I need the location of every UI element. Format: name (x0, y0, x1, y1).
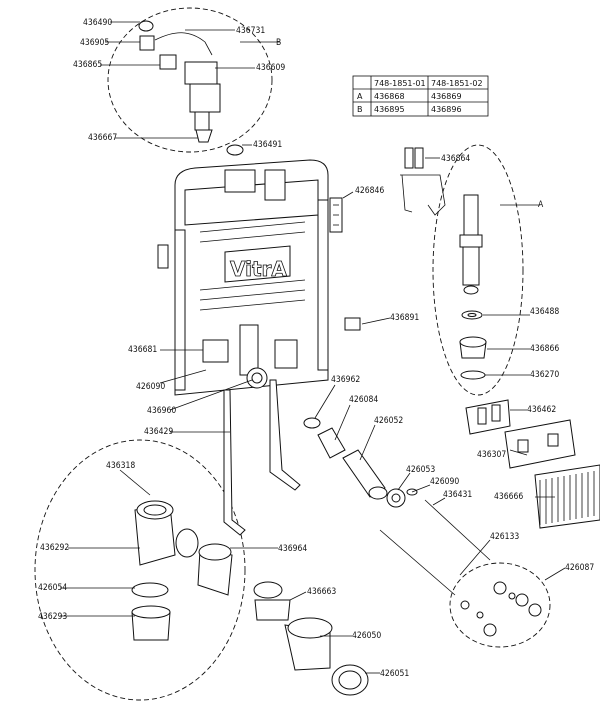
table-header-2: 748-1851-02 (431, 79, 483, 88)
label-436293: 436293 (38, 612, 67, 622)
label-436667: 436667 (88, 133, 117, 143)
label-436318: 436318 (106, 461, 135, 471)
part-labels: 436490 436731 B 436905 436865 436609 436… (38, 18, 594, 679)
flush-mechanism-top (400, 147, 446, 216)
label-426051: 426051 (380, 669, 409, 679)
label-436270: 436270 (530, 370, 559, 380)
label-436666: 436666 (494, 492, 523, 502)
label-b: B (276, 38, 281, 48)
frame-legs (223, 379, 301, 536)
label-436864: 436864 (441, 154, 470, 164)
label-436490: 436490 (83, 18, 112, 28)
table-cell: B (357, 105, 363, 114)
label-436681: 436681 (128, 345, 157, 355)
side-bracket (329, 197, 343, 233)
label-436462: 436462 (527, 405, 556, 415)
cover-panel (534, 464, 600, 529)
table-header-1: 748-1851-01 (374, 79, 426, 88)
detail-circle-b (107, 7, 273, 153)
label-436891: 436891 (390, 313, 419, 323)
fill-valve-assembly (138, 20, 221, 143)
mounting-bolts (379, 499, 491, 596)
label-436663: 436663 (307, 587, 336, 597)
installation-frame: VitrA (174, 159, 329, 396)
label-426090-b: 426090 (430, 477, 459, 487)
label-436488: 436488 (530, 307, 559, 317)
label-436731: 436731 (236, 26, 265, 36)
label-436431: 436431 (443, 490, 472, 500)
label-436905: 436905 (80, 38, 109, 48)
table-cell: 436869 (431, 92, 462, 101)
label-426050: 426050 (352, 631, 381, 641)
label-436307: 436307 (477, 450, 506, 460)
label-436960: 436960 (147, 406, 176, 416)
table-cell: A (357, 92, 363, 101)
frame-ribs (199, 221, 306, 311)
detail-circle-a (432, 144, 524, 396)
left-bracket (157, 244, 169, 269)
detail-circle-waste (34, 439, 246, 701)
label-436491: 436491 (253, 140, 282, 150)
label-436962: 436962 (331, 375, 360, 385)
flush-valve (459, 194, 487, 380)
label-436292: 436292 (40, 543, 69, 553)
label-426084: 426084 (349, 395, 378, 405)
label-426053: 426053 (406, 465, 435, 475)
label-426054: 426054 (38, 583, 67, 593)
table-cell: 436895 (374, 105, 405, 114)
button-plate-parts (465, 399, 576, 469)
label-436609: 436609 (256, 63, 285, 73)
label-436865: 436865 (73, 60, 102, 70)
label-436964: 436964 (278, 544, 307, 554)
label-436866: 436866 (530, 344, 559, 354)
nuts-set (460, 581, 542, 637)
label-a: A (538, 200, 544, 210)
label-426052: 426052 (374, 416, 403, 426)
label-436429: 436429 (144, 427, 173, 437)
waste-pipe-parts (303, 417, 418, 508)
label-426133: 426133 (490, 532, 519, 542)
vitra-logo: VitrA (230, 257, 287, 281)
parts-table: 748-1851-01 748-1851-02 A 436868 436869 … (352, 75, 489, 117)
label-426846: 426846 (355, 186, 384, 196)
detail-circle-buttons (449, 562, 551, 648)
leader-lines (60, 21, 566, 674)
label-426090: 426090 (136, 382, 165, 392)
waste-elbow-assembly (131, 500, 233, 641)
table-cell: 436896 (431, 105, 462, 114)
connector-pieces (253, 581, 369, 696)
table-cell: 436868 (374, 92, 405, 101)
clip-part (344, 317, 361, 331)
cap-part (226, 144, 244, 156)
label-426087: 426087 (565, 563, 594, 573)
